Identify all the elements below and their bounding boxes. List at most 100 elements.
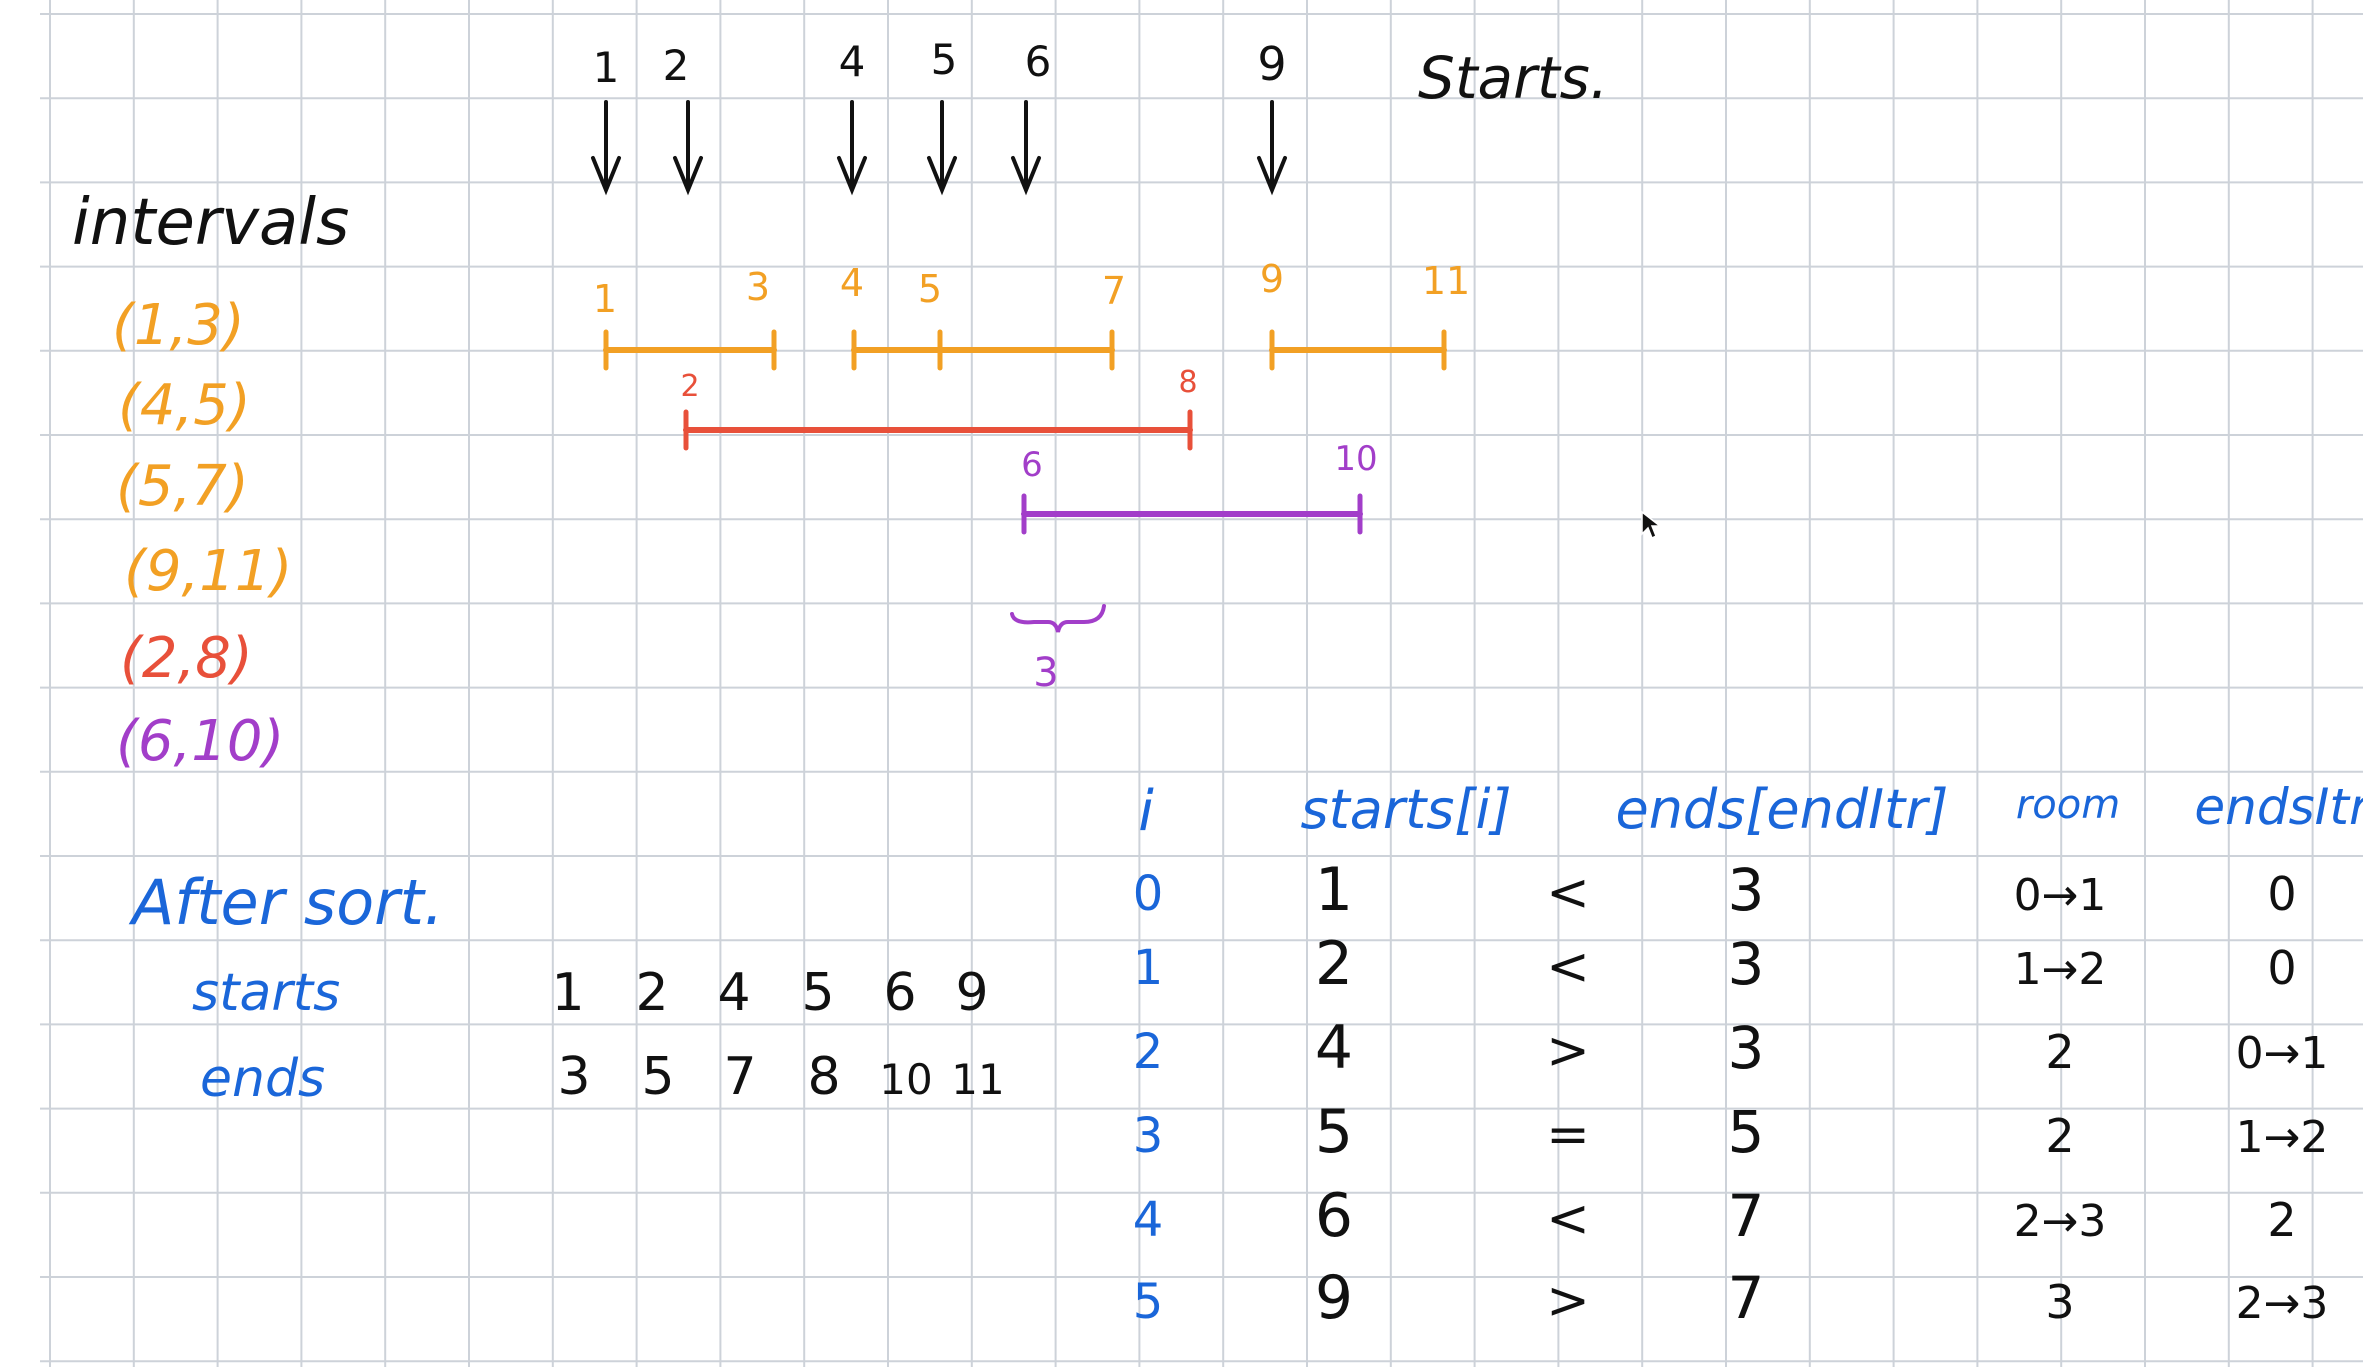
row-comparison: < [1546, 863, 1590, 923]
row-room-value: 1→2 [2014, 944, 2107, 995]
starts-number: 5 [931, 35, 958, 84]
row-start-value: 9 [1315, 1263, 1353, 1333]
sorted-start-value: 6 [883, 963, 916, 1023]
table-header-i: i [1138, 779, 1154, 844]
starts-row-label: starts [192, 963, 340, 1023]
row-itr-value: 2 [2267, 1193, 2296, 1247]
row-index: 5 [1133, 1274, 1164, 1330]
table-header-starts: starts[i] [1300, 778, 1511, 841]
row-index: 3 [1133, 1108, 1164, 1164]
row-itr-value: 1→2 [2236, 1112, 2329, 1163]
row-comparison: < [1546, 1189, 1590, 1249]
orange-endpoint-label: 7 [1102, 269, 1126, 313]
starts-header: 1 2 4 5 6 9 Starts. [591, 35, 1608, 196]
row-index: 0 [1133, 866, 1164, 922]
table-row: 0 1 <3 0→1 0 [1133, 855, 2297, 925]
intervals-list: (1,3) (4,5) (5,7) (9,11) (2,8) (6,10) [112, 293, 292, 774]
row-room-value: 2→3 [2014, 1196, 2107, 1247]
starts-number: 1 [593, 43, 620, 92]
table-row: 4 6 <7 2→3 2 [1133, 1181, 2297, 1251]
row-room-value: 2 [2045, 1025, 2074, 1079]
orange-endpoint-label: 11 [1422, 259, 1470, 303]
row-end-value: 3 [1728, 930, 1765, 998]
interval-item: (9,11) [124, 539, 292, 604]
row-comparison: > [1546, 1271, 1590, 1331]
mouse-pointer-icon [1641, 510, 1662, 540]
row-room-value: 3 [2045, 1275, 2074, 1329]
row-start-value: 2 [1315, 929, 1353, 999]
row-index: 4 [1133, 1192, 1164, 1248]
starts-number: 4 [839, 37, 866, 86]
orange-endpoint-label: 5 [918, 267, 942, 311]
table-header-ends: ends[endItr] [1615, 778, 1948, 841]
row-end-value: 3 [1728, 856, 1765, 924]
sorted-start-value: 5 [801, 963, 834, 1023]
down-arrow-head [1257, 156, 1287, 196]
sorted-end-value: 11 [951, 1055, 1004, 1104]
interval-item: (6,10) [116, 709, 284, 774]
down-arrow-head [837, 156, 867, 196]
starts-label: Starts. [1418, 44, 1608, 112]
sorted-end-value: 5 [641, 1047, 674, 1107]
orange-endpoint-label: 1 [593, 277, 617, 321]
orange-endpoint-label: 3 [746, 265, 770, 309]
sorted-end-value: 10 [879, 1055, 932, 1104]
starts-number: 2 [663, 41, 690, 90]
row-room-value: 0→1 [2014, 870, 2107, 921]
row-end-value: 7 [1728, 1264, 1765, 1332]
sorted-start-value: 4 [717, 963, 750, 1023]
orange-endpoint-label: 4 [840, 261, 864, 305]
start-arrows [591, 100, 1287, 196]
table-header-room: room [2016, 782, 2120, 828]
down-arrow-head [927, 156, 957, 196]
sorted-start-value: 9 [955, 963, 988, 1023]
intervals-title: intervals [72, 186, 349, 260]
purple-endpoint-label: 6 [1021, 445, 1043, 485]
interval-item: (4,5) [118, 373, 251, 438]
timeline-labels: 1 3 4 5 7 9 11 2 8 6 10 3 [593, 257, 1470, 696]
row-end-value: 7 [1728, 1182, 1765, 1250]
row-comparison: = [1546, 1105, 1590, 1165]
row-room-value: 2 [2045, 1109, 2074, 1163]
row-comparison: > [1546, 1021, 1590, 1081]
row-itr-value: 2→3 [2236, 1278, 2329, 1329]
after-sort-title: After sort. [128, 866, 444, 939]
down-arrow-head [1011, 156, 1041, 196]
overlap-count-label: 3 [1033, 650, 1058, 696]
sorted-end-value: 7 [723, 1047, 756, 1107]
interval-item: (5,7) [116, 454, 249, 519]
overlap-brace [1010, 604, 1106, 633]
orange-endpoint-label: 9 [1260, 257, 1284, 301]
starts-number: 9 [1257, 37, 1286, 91]
row-itr-value: 0→1 [2236, 1028, 2329, 1079]
red-endpoint-label: 2 [680, 369, 699, 404]
starts-number: 6 [1025, 37, 1052, 86]
row-end-value: 3 [1728, 1014, 1765, 1082]
table-row: 5 9 >7 3 2→3 [1133, 1263, 2329, 1333]
red-endpoint-label: 8 [1178, 365, 1197, 400]
row-start-value: 6 [1315, 1181, 1353, 1251]
row-start-value: 1 [1315, 855, 1353, 925]
grid-lines [40, 0, 2363, 1367]
sorted-end-value: 8 [807, 1047, 840, 1107]
row-itr-value: 0 [2267, 941, 2296, 995]
interval-item: (2,8) [120, 626, 253, 691]
row-index: 2 [1133, 1024, 1164, 1080]
interval-item: (1,3) [112, 293, 245, 358]
row-index: 1 [1133, 940, 1164, 996]
ends-row-label: ends [200, 1049, 325, 1109]
sorted-end-value: 3 [557, 1047, 590, 1107]
sorted-start-value: 2 [635, 963, 668, 1023]
purple-endpoint-label: 10 [1334, 439, 1377, 479]
row-itr-value: 0 [2267, 867, 2296, 921]
sorted-start-value: 1 [551, 963, 584, 1023]
